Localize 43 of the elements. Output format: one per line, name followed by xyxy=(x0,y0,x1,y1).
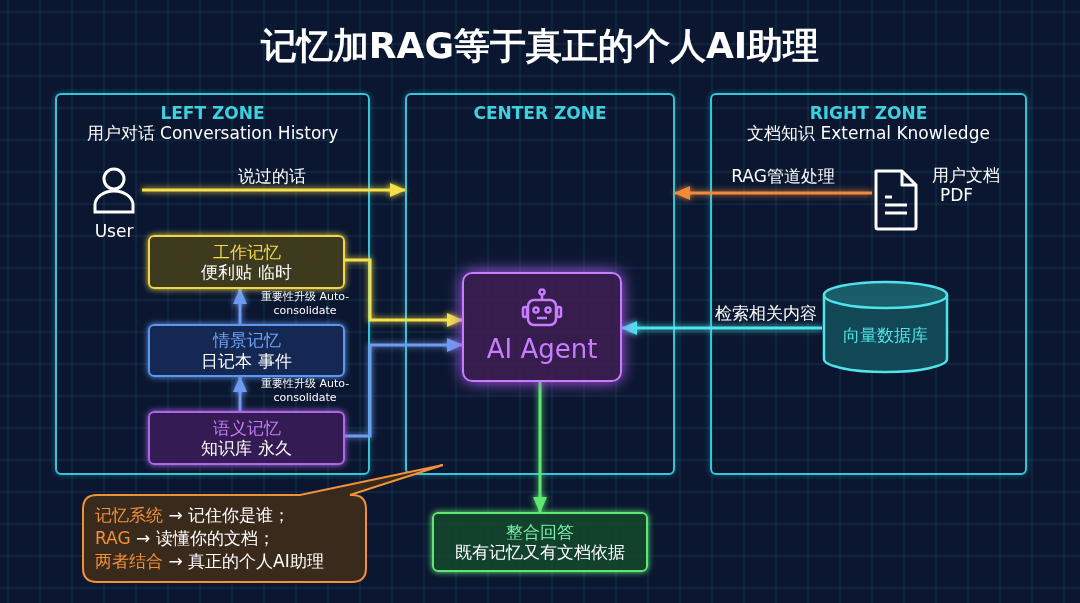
arrow xyxy=(142,183,406,197)
database-label: 向量数据库 xyxy=(843,324,928,346)
arrow xyxy=(345,338,463,438)
memory-title: 工作记忆 xyxy=(212,241,281,262)
zone-subtitle: 用户对话 Conversation History xyxy=(86,123,339,144)
diagram-title: 记忆加RAG等于真正的个人AI助理 xyxy=(259,24,821,68)
memory-title: 语义记忆 xyxy=(212,417,281,438)
arrow xyxy=(621,321,822,335)
memory-description: 便利贴 临时 xyxy=(201,262,292,283)
callout-text: 记忆系统 → 记住你是谁； xyxy=(95,504,292,528)
zone-heading: RIGHT ZONE xyxy=(809,103,928,124)
zone-panel xyxy=(405,93,675,475)
arrow xyxy=(345,258,463,327)
callout-text: 两者结合 → 真正的个人AI助理 xyxy=(95,549,324,573)
arrow xyxy=(233,376,247,411)
edge-label: 检索相关内容 xyxy=(715,301,817,325)
arrow xyxy=(533,382,547,513)
arrow xyxy=(233,288,247,324)
callout-text: RAG → 读懂你的文档； xyxy=(95,527,276,550)
memory-description: 日记本 事件 xyxy=(201,350,292,371)
agent-box xyxy=(462,272,622,382)
user-label: User xyxy=(94,221,134,242)
zone-heading: LEFT ZONE xyxy=(160,103,265,124)
zone-panel xyxy=(710,93,1027,475)
zone-panel xyxy=(55,93,370,475)
edge-label: 重要性升级 Auto-consolidate xyxy=(259,376,351,406)
result-box xyxy=(432,512,648,572)
result-description: 既有记忆又有文档依据 xyxy=(455,542,625,563)
arrow xyxy=(674,186,872,200)
memory-box xyxy=(148,235,345,289)
memory-box xyxy=(148,324,345,377)
agent-label: AI Agent xyxy=(486,334,598,366)
document-label: 用户文档 xyxy=(932,165,1000,186)
memory-box xyxy=(148,411,345,465)
memory-title: 情景记忆 xyxy=(212,330,281,351)
edge-label: 重要性升级 Auto-consolidate xyxy=(259,289,351,319)
edge-label: RAG管道处理 xyxy=(731,164,835,188)
file-format-label: PDF xyxy=(940,185,974,206)
edge-label: 说过的话 xyxy=(238,164,306,188)
memory-description: 知识库 永久 xyxy=(201,438,292,459)
zone-heading: CENTER ZONE xyxy=(473,103,607,124)
zone-subtitle: 文档知识 External Knowledge xyxy=(747,123,990,144)
result-title: 整合回答 xyxy=(506,521,574,542)
